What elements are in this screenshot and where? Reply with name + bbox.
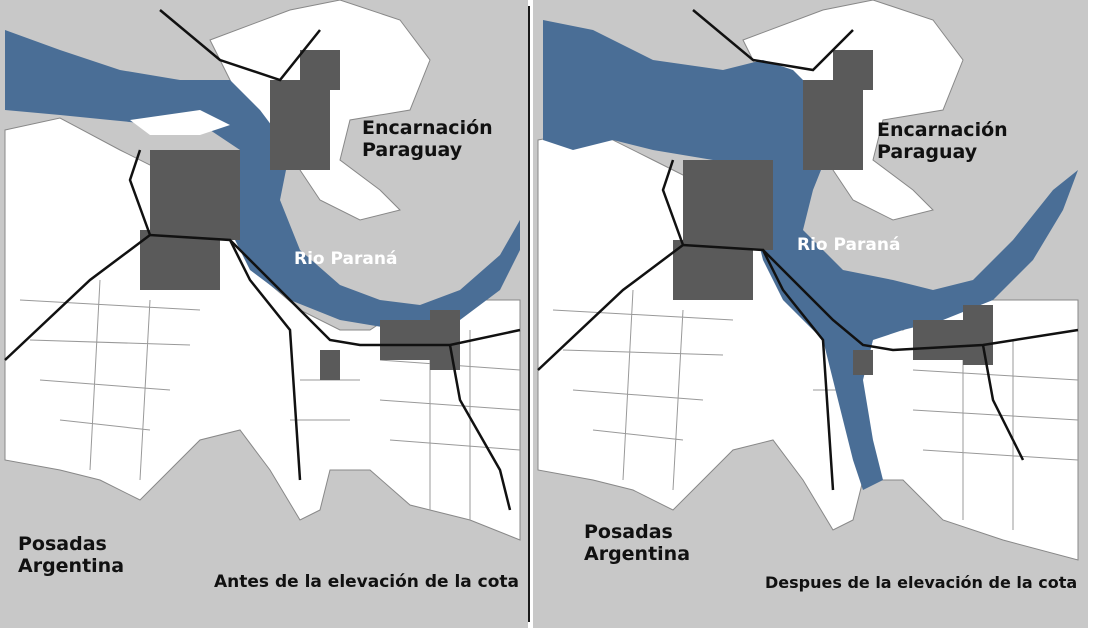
caption-after: Despues de la elevación de la cota [765, 573, 1078, 592]
panel-divider [528, 6, 530, 622]
label-river-before: Rio Paraná [294, 249, 398, 269]
label-country-line2: Paraguay [877, 140, 978, 163]
label-city-line1: Encarnación [877, 119, 1008, 141]
label-country-line2: Argentina [584, 542, 691, 565]
river-parana [5, 30, 520, 330]
label-encarnacion-after: Encarnación Paraguay [877, 119, 1008, 164]
roads [4, 9, 521, 511]
label-country-line2: Argentina [18, 554, 125, 577]
urban-areas [673, 50, 993, 375]
label-posadas-after: Posadas Argentina [584, 521, 691, 566]
caption-before: Antes de la elevación de la cota [214, 572, 520, 592]
river-island [130, 110, 230, 135]
label-encarnacion-before: Encarnación Paraguay [362, 117, 493, 162]
roads [537, 9, 1079, 491]
label-country-line2: Paraguay [362, 138, 463, 161]
label-city-line1: Posadas [18, 533, 107, 555]
label-city-line1: Encarnación [362, 117, 493, 139]
label-city-line1: Posadas [584, 521, 673, 543]
river-parana [543, 20, 1078, 490]
label-river-after: Rio Paraná [797, 235, 901, 255]
label-posadas-before: Posadas Argentina [18, 533, 125, 578]
map-panel-before [0, 0, 528, 628]
map-panel-after [533, 0, 1088, 628]
urban-areas [140, 50, 460, 380]
